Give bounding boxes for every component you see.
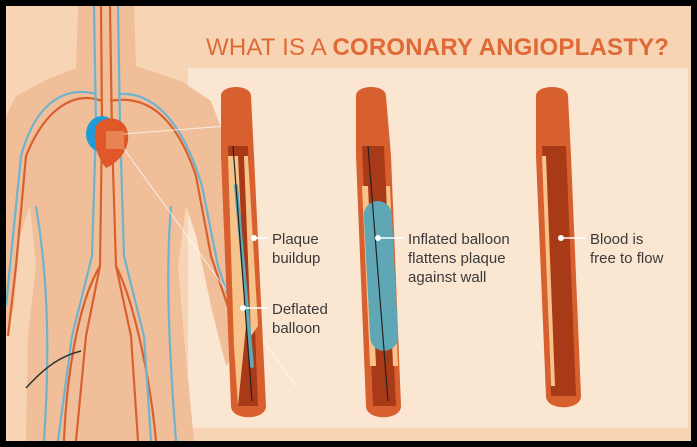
infographic-canvas: WHAT IS A CORONARY ANGIOPLASTY? Plaque b… [6,6,691,441]
label-deflated-balloon: Deflated balloon [272,300,328,338]
label-blood-flow: Blood is free to flow [590,230,663,268]
label-plaque-buildup: Plaque buildup [272,230,320,268]
title-highlight: CORONARY ANGIOPLASTY? [332,34,669,61]
illustration [6,6,691,441]
label-inflated-balloon: Inflated balloon flattens plaque against… [408,230,510,287]
title-prefix: WHAT IS A [206,34,332,61]
page-title: WHAT IS A CORONARY ANGIOPLASTY? [206,34,669,62]
